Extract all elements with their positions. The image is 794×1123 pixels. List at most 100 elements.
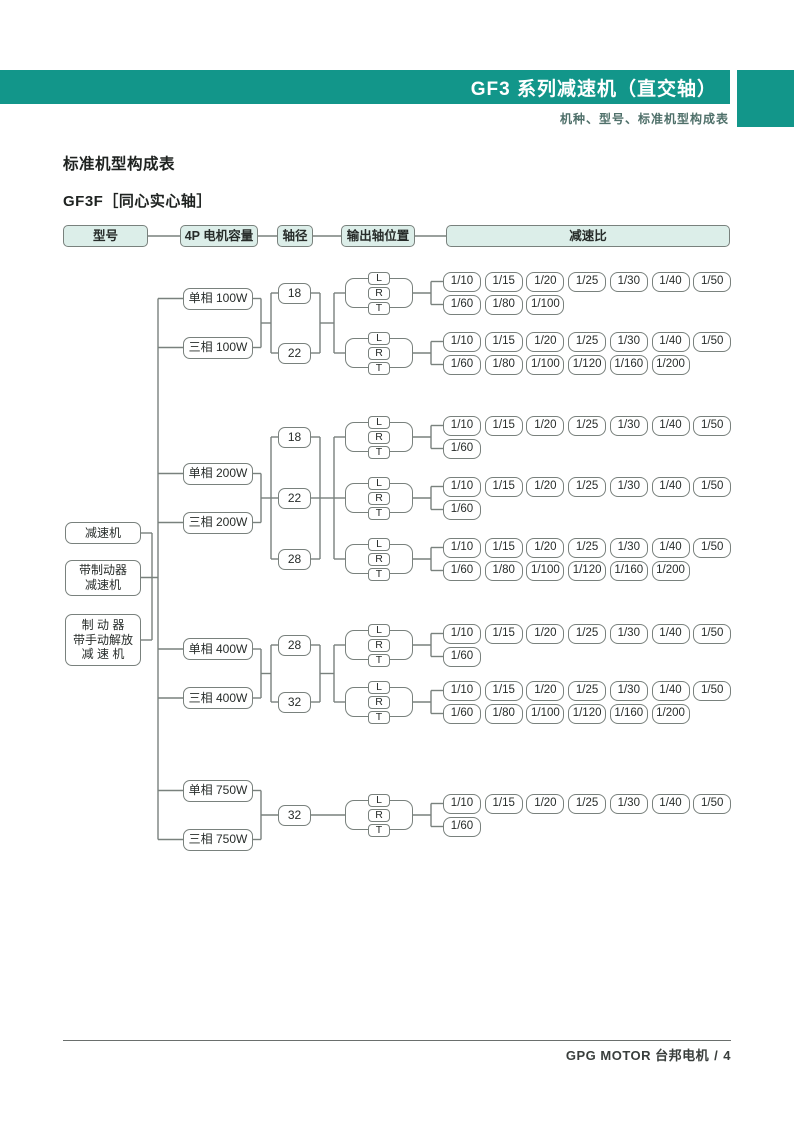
- reduction-ratio-box: 1/30: [609, 793, 648, 814]
- output-position-t: T: [368, 710, 390, 724]
- output-position-r: R: [368, 552, 390, 566]
- legend-motor-capacity: 4P 电机容量: [180, 225, 258, 247]
- header-subtitle: 机种、型号、标准机型构成表: [559, 112, 729, 126]
- legend-output-shaft-position: 输出轴位置: [341, 225, 415, 247]
- motor-box: 三相 100W: [183, 336, 253, 359]
- reduction-ratio-box: 1/20: [526, 537, 565, 558]
- reduction-ratio-box: 1/60: [443, 438, 481, 459]
- output-position-l: L: [368, 415, 390, 429]
- output-position-l: L: [368, 476, 390, 490]
- reduction-ratio-box: 1/50: [693, 680, 732, 701]
- reduction-ratio-box: 1/120: [568, 354, 607, 375]
- legend-reduction-ratio: 减速比: [446, 225, 730, 247]
- header-bar: GF3 系列减速机（直交轴）: [0, 70, 730, 104]
- reduction-ratio-box: 1/60: [443, 560, 481, 581]
- shaft-diameter-box: 22: [278, 342, 311, 364]
- output-position-l: L: [368, 680, 390, 694]
- reduction-ratio-box: 1/10: [443, 680, 481, 701]
- reduction-ratio-box: 1/25: [568, 680, 607, 701]
- reduction-ratio-box: 1/60: [443, 499, 481, 520]
- reduction-ratio-box: 1/30: [609, 271, 648, 292]
- output-position-l: L: [368, 271, 390, 285]
- reduction-ratio-box: 1/10: [443, 415, 481, 436]
- output-position-t: T: [368, 301, 390, 315]
- reduction-ratio-box: 1/15: [484, 476, 523, 497]
- reduction-ratio-box: 1/15: [484, 415, 523, 436]
- motor-box: 单相 750W: [183, 779, 253, 802]
- reduction-ratio-box: 1/20: [526, 680, 565, 701]
- shaft-diameter-box: 18: [278, 426, 311, 448]
- reduction-ratio-box: 1/100: [526, 560, 565, 581]
- reduction-ratio-box: 1/25: [568, 476, 607, 497]
- reduction-ratio-box: 1/50: [693, 537, 732, 558]
- output-position-r: R: [368, 638, 390, 652]
- reduction-ratio-box: 1/60: [443, 816, 481, 837]
- reduction-ratio-box: 1/10: [443, 793, 481, 814]
- output-position-r: R: [368, 808, 390, 822]
- reduction-ratio-box: 1/200: [651, 703, 690, 724]
- reduction-ratio-box: 1/15: [484, 271, 523, 292]
- reduction-ratio-box: 1/10: [443, 271, 481, 292]
- reduction-ratio-box: 1/40: [651, 331, 690, 352]
- footer-divider: [63, 1040, 731, 1041]
- reduction-ratio-box: 1/20: [526, 476, 565, 497]
- reduction-ratio-box: 1/40: [651, 623, 690, 644]
- shaft-diameter-box: 32: [278, 804, 311, 826]
- motor-box: 单相 400W: [183, 638, 253, 660]
- motor-box: 三相 400W: [183, 687, 253, 709]
- reduction-ratio-box: 1/30: [609, 415, 648, 436]
- reduction-ratio-box: 1/20: [526, 793, 565, 814]
- output-position-r: R: [368, 491, 390, 505]
- shaft-diameter-box: 28: [278, 548, 311, 570]
- reduction-ratio-box: 1/50: [693, 415, 732, 436]
- footer-page-number: 4: [723, 1048, 731, 1063]
- reduction-ratio-box: 1/60: [443, 646, 481, 667]
- output-position-t: T: [368, 653, 390, 667]
- reduction-ratio-box: 1/50: [693, 476, 732, 497]
- reduction-ratio-box: 1/80: [484, 354, 523, 375]
- reduction-ratio-box: 1/20: [526, 623, 565, 644]
- output-position-t: T: [368, 567, 390, 581]
- shaft-diameter-box: 18: [278, 282, 311, 304]
- reduction-ratio-box: 1/50: [693, 623, 732, 644]
- footer-brand: GPG MOTOR 台邦电机: [565, 1048, 710, 1063]
- reduction-ratio-box: 1/40: [651, 415, 690, 436]
- reduction-ratio-box: 1/20: [526, 415, 565, 436]
- reduction-ratio-box: 1/80: [484, 294, 523, 315]
- reduction-ratio-box: 1/80: [484, 703, 523, 724]
- reduction-ratio-box: 1/30: [609, 537, 648, 558]
- output-position-t: T: [368, 506, 390, 520]
- output-position-r: R: [368, 286, 390, 300]
- reduction-ratio-box: 1/50: [693, 331, 732, 352]
- reducer-type-box: 减速机: [65, 522, 141, 544]
- reduction-ratio-box: 1/25: [568, 271, 607, 292]
- reduction-ratio-box: 1/40: [651, 476, 690, 497]
- output-position-t: T: [368, 361, 390, 375]
- reduction-ratio-box: 1/15: [484, 623, 523, 644]
- shaft-diameter-box: 32: [278, 691, 311, 713]
- motor-box: 单相 200W: [183, 462, 253, 485]
- motor-box: 单相 100W: [183, 287, 253, 310]
- reduction-ratio-box: 1/25: [568, 793, 607, 814]
- header-corner-square: [737, 70, 794, 127]
- page-header-title: GF3 系列减速机（直交轴）: [470, 78, 717, 100]
- section-title: 标准机型构成表: [63, 156, 176, 173]
- output-position-l: L: [368, 623, 390, 637]
- output-position-l: L: [368, 537, 390, 551]
- reduction-ratio-box: 1/160: [609, 560, 648, 581]
- reduction-ratio-box: 1/25: [568, 623, 607, 644]
- output-position-r: R: [368, 346, 390, 360]
- reduction-ratio-box: 1/30: [609, 680, 648, 701]
- reduction-ratio-box: 1/100: [526, 294, 565, 315]
- reduction-ratio-box: 1/10: [443, 476, 481, 497]
- reduction-ratio-box: 1/40: [651, 793, 690, 814]
- reduction-ratio-box: 1/80: [484, 560, 523, 581]
- reduction-ratio-box: 1/30: [609, 476, 648, 497]
- reduction-ratio-box: 1/10: [443, 331, 481, 352]
- reduction-ratio-box: 1/40: [651, 680, 690, 701]
- reduction-ratio-box: 1/40: [651, 271, 690, 292]
- legend-shaft-diameter: 轴径: [277, 225, 313, 247]
- output-position-l: L: [368, 331, 390, 345]
